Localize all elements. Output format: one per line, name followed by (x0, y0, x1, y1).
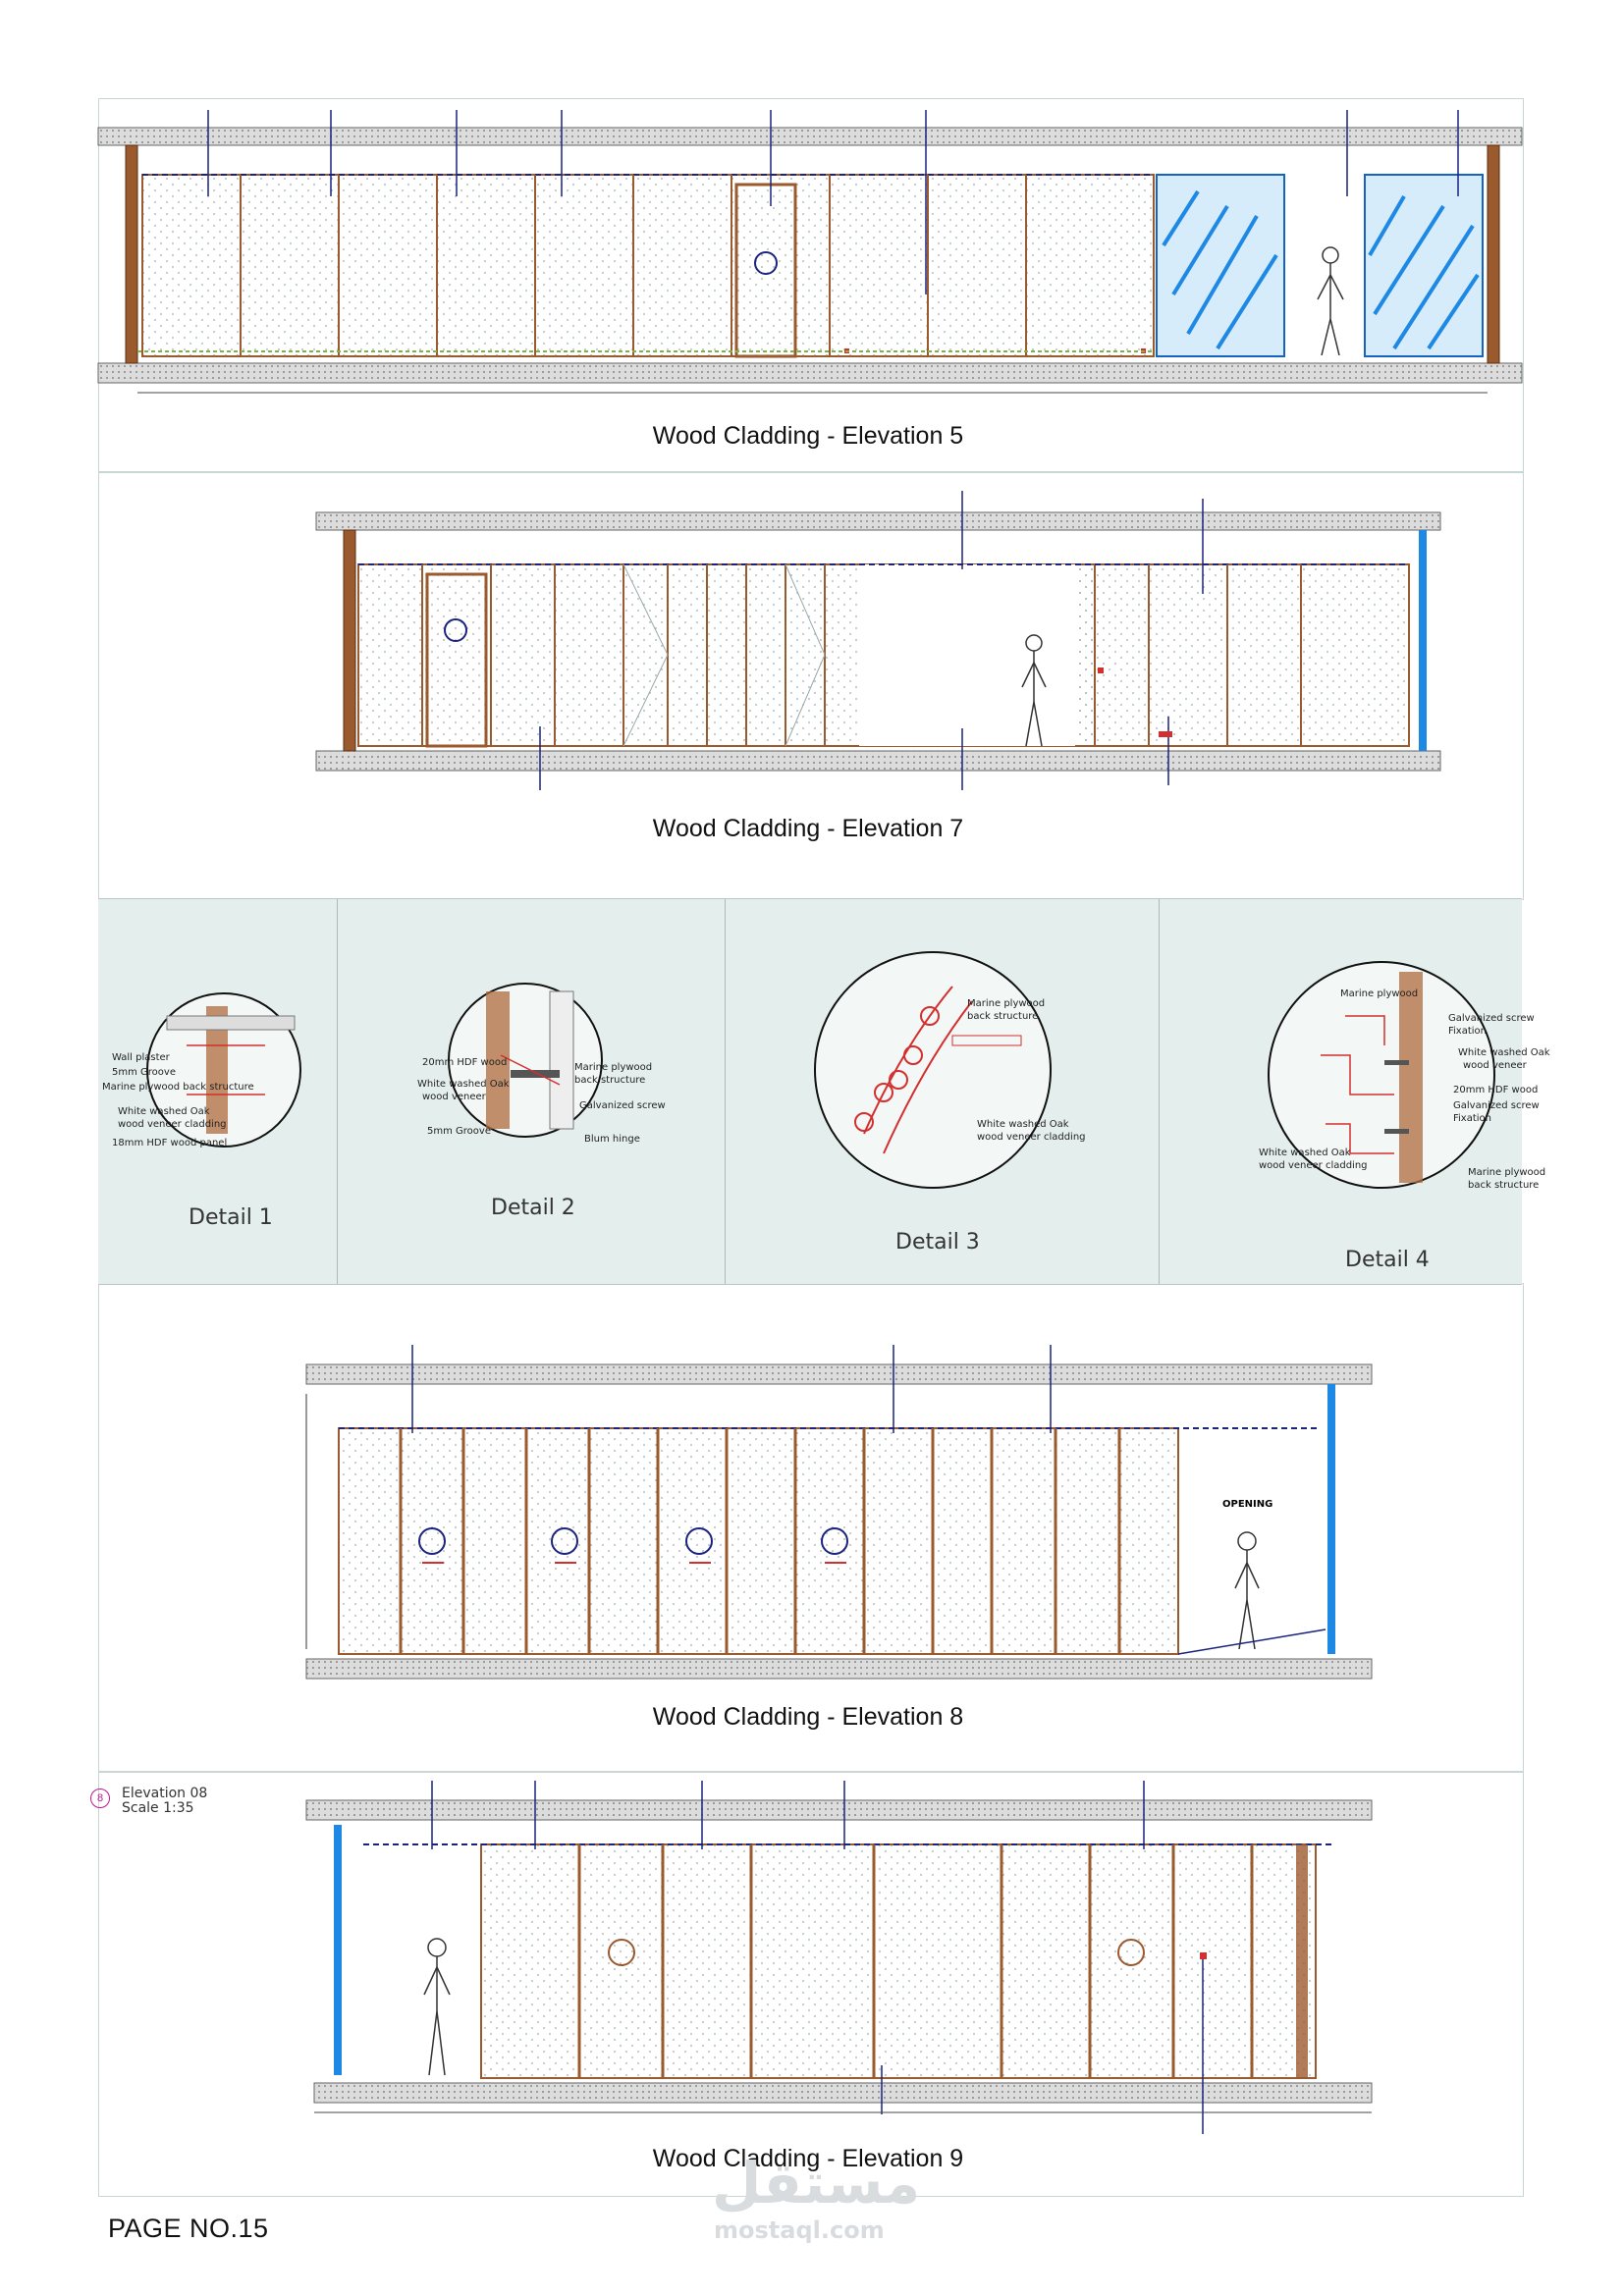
detail-2-note: Galvanized screw (579, 1100, 666, 1111)
detail-2-note: 5mm Groove (427, 1126, 491, 1137)
detail-1-note: 18mm HDF wood panel (112, 1138, 227, 1148)
detail-4-label: Detail 4 (1345, 1248, 1430, 1272)
detail-3-note: back structure (967, 1011, 1038, 1022)
detail-divider (725, 899, 726, 1284)
detail-1-note: White washed Oak (118, 1106, 210, 1117)
detail-2-note: 20mm HDF wood (422, 1057, 507, 1068)
detail-4-note: White washed Oak (1458, 1047, 1550, 1058)
details-drawing: Wall plaster 5mm Groove Marine plywood b… (102, 951, 1550, 1272)
detail-3-note: Marine plywood (967, 998, 1045, 1009)
detail-4-note: back structure (1468, 1180, 1539, 1191)
detail-4: Marine plywood Galvanized screw Fixation… (1259, 961, 1550, 1272)
detail-3: Marine plywood back structure White wash… (814, 951, 1086, 1255)
detail-4-note: wood veneer (1463, 1060, 1528, 1071)
detail-divider (1159, 899, 1160, 1284)
detail-2: 20mm HDF wood White washed Oak wood vene… (417, 983, 666, 1220)
detail-3-label: Detail 3 (895, 1230, 980, 1255)
detail-4-note: White washed Oak (1259, 1148, 1351, 1158)
detail-1-note: wood veneer cladding (118, 1119, 227, 1130)
detail-3-note: wood veneer cladding (977, 1132, 1086, 1143)
elevation-9-drawing (305, 1781, 1373, 2134)
detail-1: Wall plaster 5mm Groove Marine plywood b… (102, 992, 301, 1230)
elevation-tag-title: Elevation 08 (122, 1786, 208, 1801)
elevation-8-drawing: OPENING (305, 1345, 1373, 1680)
elevation-9-frame (98, 1771, 1524, 2197)
detail-4-note: Galvanized screw (1453, 1100, 1540, 1111)
detail-4-note: Fixation (1453, 1113, 1491, 1124)
elevation-7-drawing (315, 491, 1441, 790)
page-number: PAGE NO.15 (108, 2214, 269, 2243)
elevation-7-title: Wood Cladding - Elevation 7 (652, 815, 964, 842)
opening-label: OPENING (1222, 1499, 1272, 1510)
elevation-5-drawing (97, 110, 1523, 394)
detail-2-note: Blum hinge (584, 1134, 640, 1145)
detail-1-note: Marine plywood back structure (102, 1082, 254, 1093)
detail-2-note: Marine plywood (574, 1062, 652, 1073)
detail-4-note: Marine plywood (1340, 988, 1418, 999)
detail-4-note: Fixation (1448, 1026, 1487, 1037)
detail-1-note: Wall plaster (112, 1052, 171, 1063)
elevation-5-title: Wood Cladding - Elevation 5 (652, 422, 964, 450)
elevation-9-title: Wood Cladding - Elevation 9 (652, 2145, 964, 2172)
detail-1-note: 5mm Groove (112, 1067, 176, 1078)
detail-2-note: wood veneer (422, 1092, 487, 1102)
detail-4-note: Galvanized screw (1448, 1013, 1535, 1024)
elevation-tag-number: 8 (90, 1789, 110, 1808)
detail-3-note: White washed Oak (977, 1119, 1069, 1130)
detail-4-note: wood veneer cladding (1259, 1160, 1368, 1171)
elevation-tag-scale: Scale 1:35 (122, 1800, 194, 1816)
detail-divider (337, 899, 338, 1284)
elevation-tag: Elevation 08 Scale 1:35 (122, 1787, 207, 1816)
watermark-latin: mostaql.com (714, 2216, 885, 2244)
detail-2-note: back structure (574, 1075, 645, 1086)
detail-4-note: Marine plywood (1468, 1167, 1545, 1178)
detail-1-label: Detail 1 (189, 1205, 273, 1230)
detail-2-note: White washed Oak (417, 1079, 510, 1090)
elevation-8-title: Wood Cladding - Elevation 8 (652, 1703, 964, 1731)
detail-4-note: 20mm HDF wood (1453, 1085, 1538, 1095)
watermark-arabic: مستقل (712, 2150, 921, 2216)
detail-2-label: Detail 2 (491, 1196, 575, 1220)
elevation-5-frame (98, 98, 1524, 473)
